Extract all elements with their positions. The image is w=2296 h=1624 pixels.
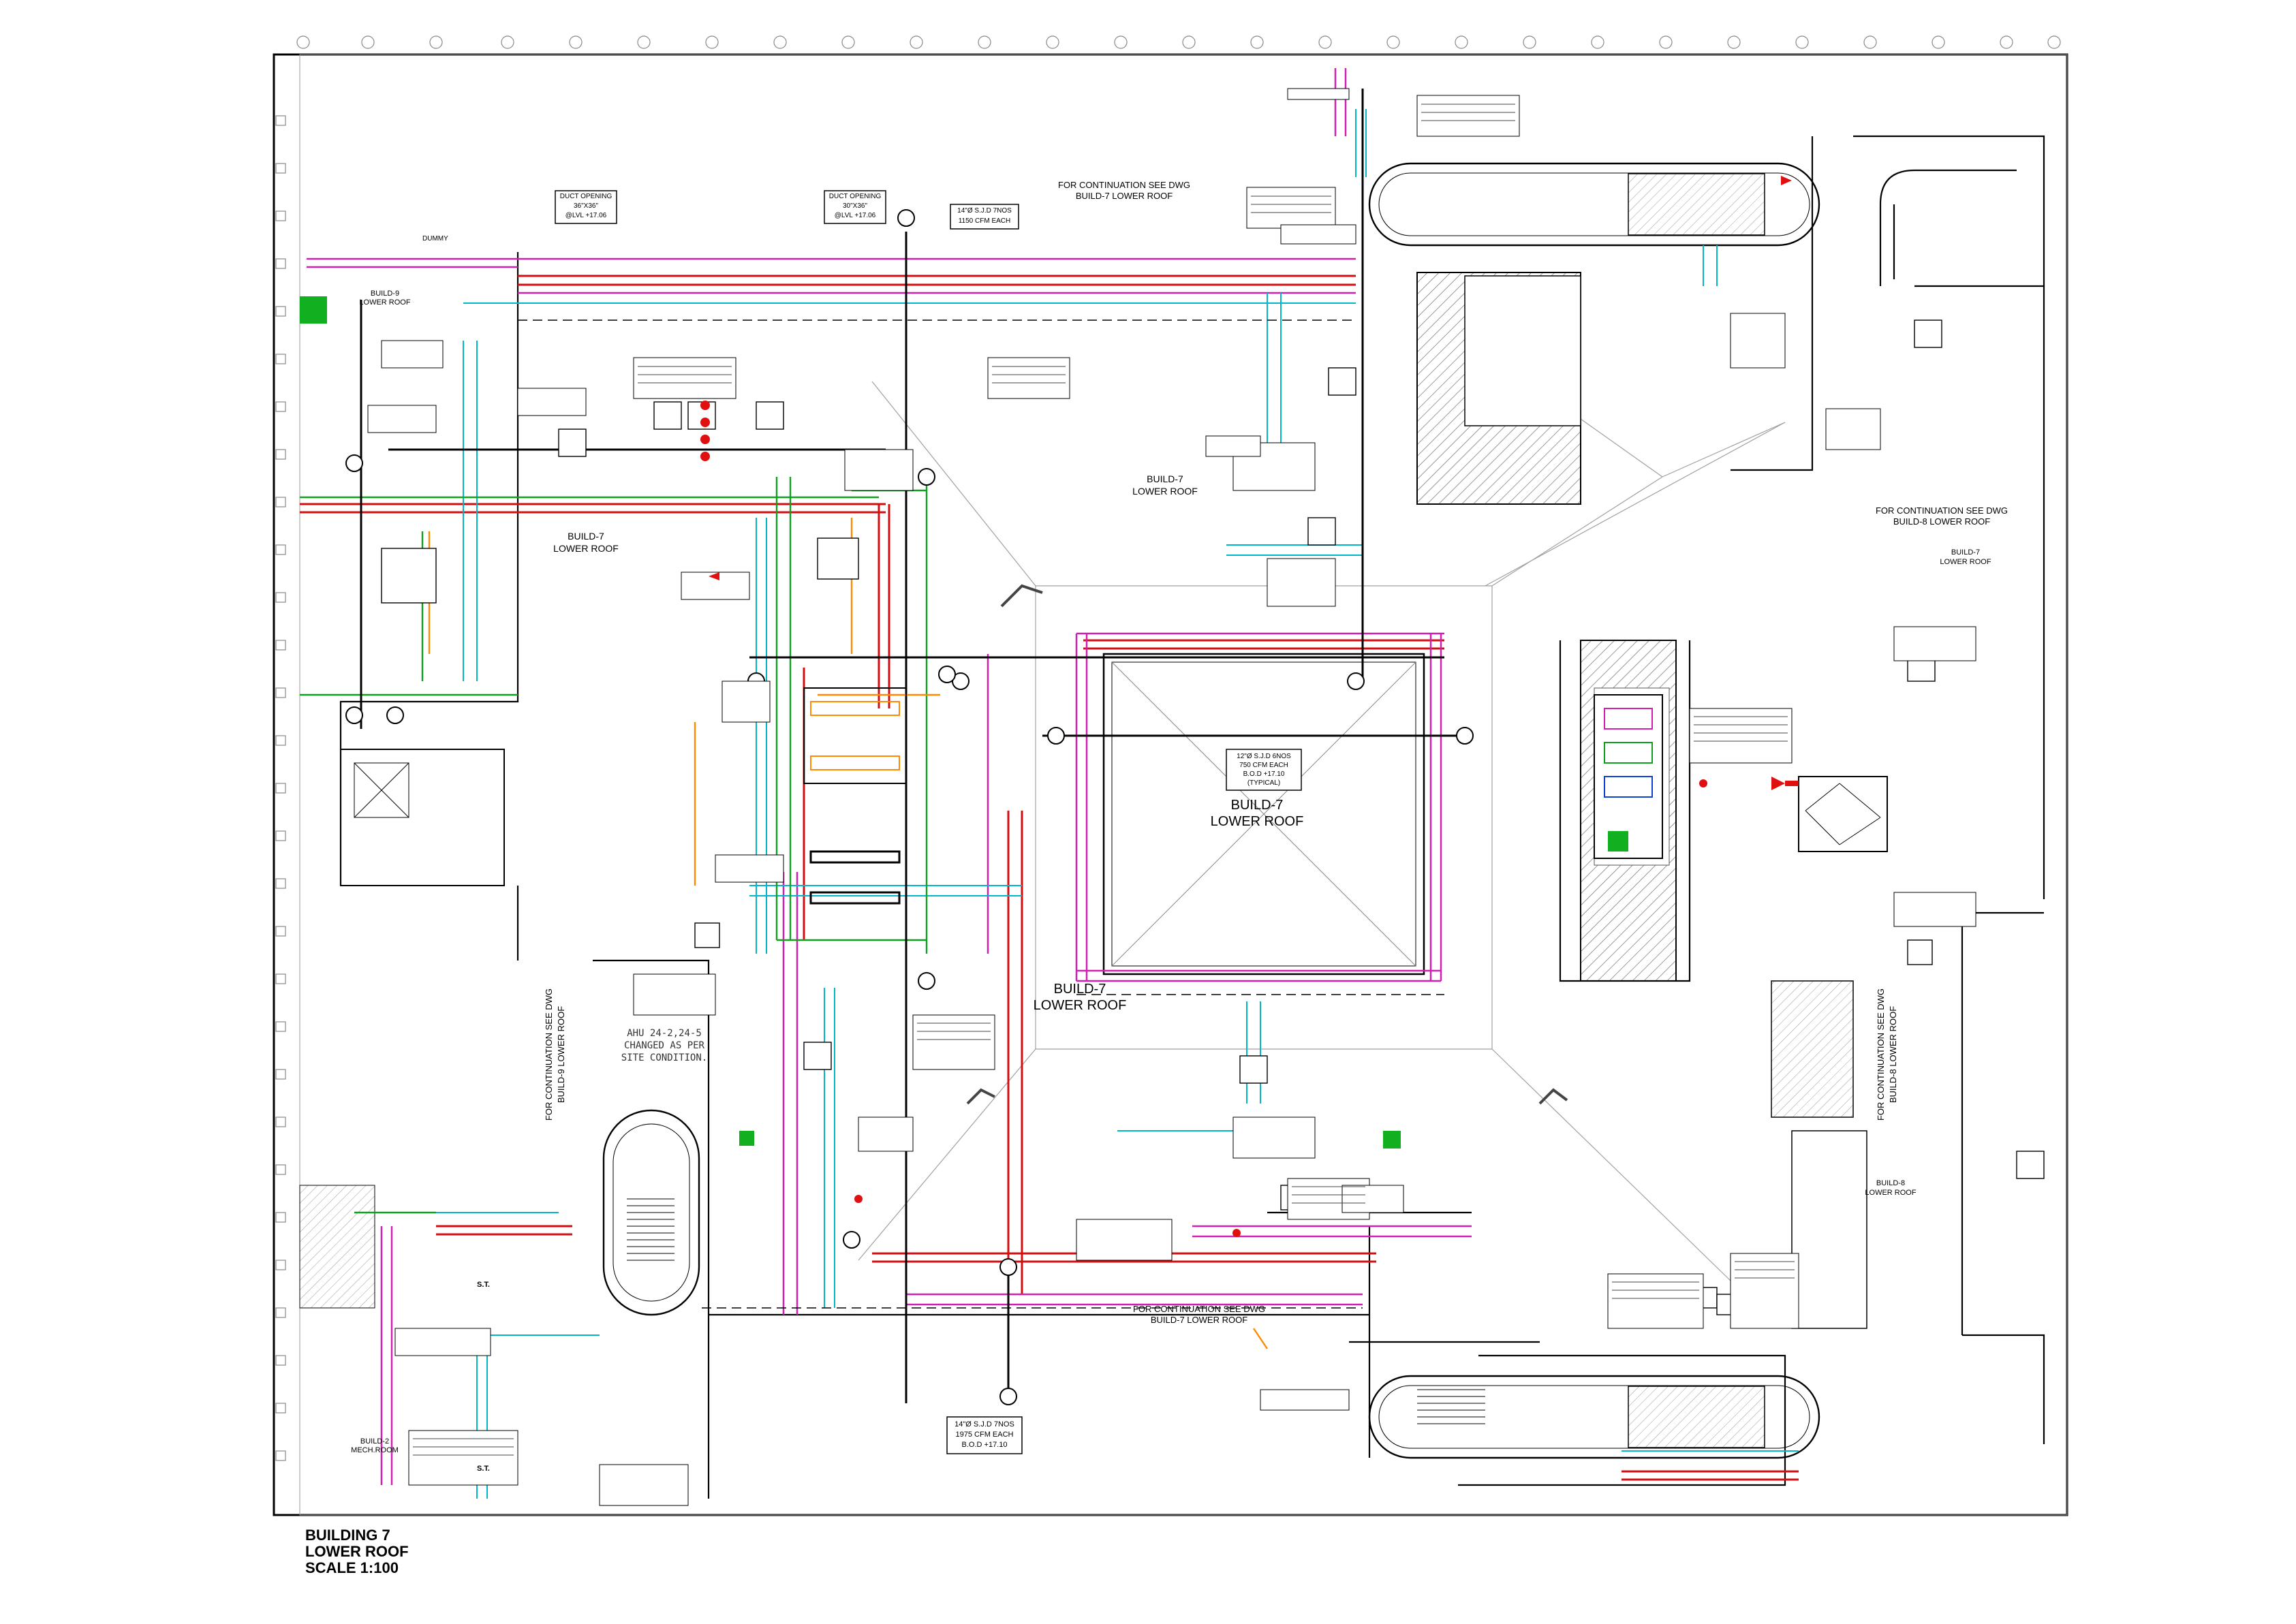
continuation-note-west: FOR CONTINUATION SEE DWG BUILD-9 LOWER R… [543,952,568,1157]
diffusers [381,319,2045,1315]
callout-line-2: 1150 CFM EACH [958,217,1011,225]
continuation-line-1: FOR CONTINUATION SEE DWG [544,988,554,1121]
continuation-note-south: FOR CONTINUATION SEE DWG BUILD-7 LOWER R… [1111,1304,1288,1326]
zone-label-build2-mech: BUILD-2 MECH.ROOM [341,1437,409,1455]
callout-line-1: 14"Ø S.J.D 7NOS [955,1420,1014,1428]
zone-line-1: BUILD-7 [1951,548,1981,557]
racetrack-shafts [602,162,1820,1459]
continuation-line-2: BUILD-8 LOWER ROOF [1888,1005,1898,1104]
stairs [627,1198,1485,1424]
zone-line-2: MECH.ROOM [351,1446,399,1454]
black-pipe-runs [360,89,1472,1403]
callout-line-3: B.O.D +17.10 [961,1441,1008,1449]
grid-bubbles-top [296,35,2061,49]
red-arrows [709,176,1799,790]
continuation-line-1: FOR CONTINUATION SEE DWG [1057,180,1191,190]
st-tag-1: S.T. [477,1281,490,1289]
zone-line-2: LOWER ROOF [1940,558,1991,566]
ahu-note-line-3: SITE CONDITION. [621,1052,708,1063]
title-line-1: BUILDING 7 [305,1527,390,1544]
zone-line-2: LOWER ROOF [553,543,619,554]
supply-ducts-red [300,275,1799,1481]
ahu-note-line-1: AHU 24-2,24-5 [627,1028,702,1039]
sjd-callout-center: 12"Ø S.J.D 6NOS 750 CFM EACH B.O.D +17.1… [1228,752,1300,787]
callout-line-2: 1975 CFM EACH [955,1431,1014,1439]
duct-opening-line-2: 36"X36" [573,202,598,210]
drawing-title-block: BUILDING 7 LOWER ROOF SCALE 1:100 [305,1527,409,1576]
duct-opening-line-1: DUCT OPENING [559,193,612,200]
zone-line-1: BUILD-2 [360,1437,390,1446]
zone-line-1: BUILD-9 [370,290,400,298]
zone-line-1: BUILD-7 [1147,473,1183,484]
callout-line-1: 12"Ø S.J.D 6NOS [1237,753,1291,760]
zone-label-build7-mid: BUILD-7 LOWER ROOF [1022,981,1138,1014]
continuation-note-east: FOR CONTINUATION SEE DWG BUILD-8 LOWER R… [1853,505,2030,527]
duct-opening-2: DUCT OPENING 30"X36" @LVL +17.06 [824,192,886,221]
ahu-note-line-2: CHANGED AS PER [623,1040,704,1051]
zone-line-2: LOWER ROOF [1865,1189,1917,1197]
roof-slope-lines [858,360,1786,1281]
green-grilles [300,296,1628,1149]
zone-line-2: LOWER ROOF [359,298,411,307]
continuation-line-2: BUILD-7 LOWER ROOF [1075,191,1173,201]
shaft-hatch-areas [299,272,1888,1329]
callout-boxes [555,190,1302,1454]
zone-label-build9: BUILD-9 LOWER ROOF [347,290,422,307]
duct-opening-line-1: DUCT OPENING [828,193,882,200]
courtyard [1102,653,1425,975]
zone-label-build7-east: BUILD-7 LOWER ROOF [1928,548,2003,567]
callout-line-3: B.O.D +17.10 [1243,770,1285,778]
spec-tag-lines [413,104,1795,1456]
zone-line-2: LOWER ROOF [1210,814,1304,829]
zone-line-1: BUILD-7 [568,531,604,542]
continuation-line-2: BUILD-9 LOWER ROOF [556,1005,566,1104]
sjd-callout-top: 14"Ø S.J.D 7NOS 1150 CFM EACH [952,206,1017,226]
zone-line-1: BUILD-7 [1053,982,1106,997]
grid-bubbles-left [275,115,286,1461]
zone-line-2: LOWER ROOF [1033,998,1127,1013]
duct-opening-line-2: 30"X36" [842,202,867,210]
zone-line-1: BUILD-7 [1230,798,1284,813]
red-fans [700,401,1707,1237]
dummy-tag: DUMMY [422,235,448,243]
zone-line-2: LOWER ROOF [1132,486,1198,497]
dashed-lines [518,319,1444,1309]
continuation-note-east-vertical: FOR CONTINUATION SEE DWG BUILD-8 LOWER R… [1875,952,1899,1157]
callout-line-2: 750 CFM EACH [1239,762,1288,769]
zone-label-build8-se: BUILD-8 LOWER ROOF [1853,1178,1928,1198]
continuation-line-1: FOR CONTINUATION SEE DWG [1132,1304,1266,1314]
ahu-change-note: AHU 24-2,24-5 CHANGED AS PER SITE CONDIT… [603,1027,726,1064]
spec-tag-boxes [367,88,1976,1506]
marker-circles [345,209,1474,1405]
continuation-line-1: FOR CONTINUATION SEE DWG [1876,988,1886,1121]
title-line-2: LOWER ROOF [305,1543,409,1560]
continuation-line-2: BUILD-7 LOWER ROOF [1150,1315,1248,1325]
duct-opening-line-3: @LVL +17.06 [834,212,876,219]
continuation-line-2: BUILD-8 LOWER ROOF [1893,516,1991,527]
duct-opening-1: DUCT OPENING 36"X36" @LVL +17.06 [555,192,617,221]
callout-line-4: (TYPICAL) [1247,779,1281,787]
zone-label-build7-west: BUILD-7 LOWER ROOF [545,530,627,555]
green-ducts [300,477,928,1214]
ahu-units [803,687,1663,905]
drawing-frame-inner [299,54,2068,1516]
zone-label-build7-center: BUILD-7 LOWER ROOF [1199,797,1315,830]
st-tag-2: S.T. [477,1465,490,1473]
callout-line-1: 14"Ø S.J.D 7NOS [957,207,1012,215]
slope-arrows [966,584,1568,1105]
continuation-line-1: FOR CONTINUATION SEE DWG [1875,505,2008,516]
continuation-note-north: FOR CONTINUATION SEE DWG BUILD-7 LOWER R… [1036,180,1213,202]
sjd-callout-bottom: 14"Ø S.J.D 7NOS 1975 CFM EACH B.O.D +17.… [948,1420,1021,1450]
title-line-3: SCALE 1:100 [305,1559,399,1576]
zone-label-build7-north: BUILD-7 LOWER ROOF [1124,473,1206,497]
duct-opening-line-3: @LVL +17.06 [565,212,607,219]
zone-line-1: BUILD-8 [1876,1179,1906,1187]
